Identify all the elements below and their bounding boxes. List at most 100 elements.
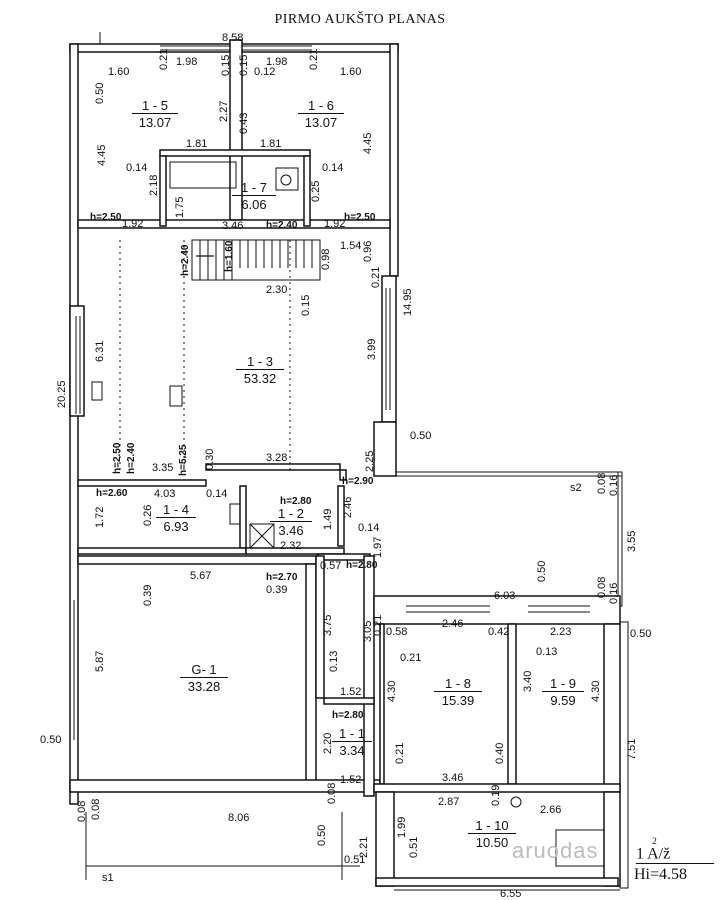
dim-label: 0.08 xyxy=(596,576,608,598)
dim-label: 2.21 xyxy=(358,836,370,858)
dim-label: 0.13 xyxy=(536,646,558,658)
dim-label: 0.50 xyxy=(40,734,62,746)
dim-label: 2.27 xyxy=(218,100,230,122)
dim-label: 1.81 xyxy=(260,138,282,150)
section-marker-s1: s1 xyxy=(102,872,114,884)
dim-label: 0.21 xyxy=(394,742,406,764)
dim-label: 0.21 xyxy=(372,614,384,636)
dim-label: 0.51 xyxy=(344,854,366,866)
room-area: 53.32 xyxy=(236,369,284,386)
room-area: 9.59 xyxy=(542,691,584,708)
room-area: 13.07 xyxy=(132,113,178,130)
dim-label: 2.46 xyxy=(342,496,354,518)
room-name: 1 - 2 xyxy=(277,506,304,521)
room-area: 3.46 xyxy=(270,521,312,538)
room-area: 13.07 xyxy=(298,113,344,130)
height-label: h=2.70 xyxy=(266,572,298,583)
room-1-10: 1 - 10 10.50 xyxy=(468,818,516,850)
dim-label: 0.50 xyxy=(316,824,328,846)
height-label: h=1.60 xyxy=(224,240,235,272)
dim-label: 2.20 xyxy=(322,732,334,754)
dim-label: 3.75 xyxy=(322,614,334,636)
dim-label: 3.99 xyxy=(366,338,378,360)
height-label: h=2.40 xyxy=(126,442,137,474)
plan-title: PIRMO AUKŠTO PLANAS xyxy=(274,12,446,27)
dim-label: 0.42 xyxy=(488,626,510,638)
room-name: 1 - 5 xyxy=(141,98,168,113)
room-1-8: 1 - 8 15.39 xyxy=(434,676,482,708)
stamp-height: Hi=4.58 xyxy=(634,866,688,883)
dim-label: 3.46 xyxy=(442,772,464,784)
dim-label: 20.25 xyxy=(56,380,68,408)
dim-label: 4.30 xyxy=(386,680,398,702)
dim-label: 4.30 xyxy=(590,680,602,702)
dim-label: 0.57 xyxy=(320,560,342,572)
room-name: 1 - 3 xyxy=(246,354,273,369)
dim-label: 4.45 xyxy=(362,132,374,154)
dim-label: 0.21 xyxy=(370,266,382,288)
height-label: h=2.50 xyxy=(112,442,123,474)
height-label: h=2.80 xyxy=(346,560,378,571)
dim-label: 6.31 xyxy=(94,340,106,362)
height-label: h=2.50 xyxy=(90,212,122,223)
room-1-6: 1 - 6 13.07 xyxy=(298,98,344,130)
dim-label: 0.39 xyxy=(266,584,288,596)
dim-label: 0.51 xyxy=(408,836,420,858)
room-1-2: 1 - 2 3.46 xyxy=(270,506,312,538)
dim-label: 1.97 xyxy=(372,536,384,558)
dim-label: 0.08 xyxy=(76,800,88,822)
dim-label: 0.16 xyxy=(608,474,620,496)
height-label: h=2.40 xyxy=(266,220,298,231)
height-label: h=2.50 xyxy=(344,212,376,223)
dim-label: 3.35 xyxy=(152,462,174,474)
dim-label: 1.92 xyxy=(122,218,144,230)
dim-label: 2.32 xyxy=(280,540,302,552)
height-label: h=2.90 xyxy=(342,476,374,487)
dim-label: 0.40 xyxy=(494,742,506,764)
dim-label: 2.23 xyxy=(550,626,572,638)
dim-label: 1.81 xyxy=(186,138,208,150)
dim-label: 7.51 xyxy=(626,738,638,760)
dim-label: 0.14 xyxy=(126,162,148,174)
room-name: 1 - 10 xyxy=(475,818,509,833)
dim-label: 0.15 xyxy=(220,54,232,76)
dim-label: 3.55 xyxy=(626,530,638,552)
dim-label: 0.50 xyxy=(94,82,106,104)
dim-label: 0.58 xyxy=(386,626,408,638)
dim-label: 3.28 xyxy=(266,452,288,464)
watermark-logo: aruodas xyxy=(512,838,599,863)
room-name: 1 - 1 xyxy=(338,726,365,741)
dim-label: 0.13 xyxy=(328,650,340,672)
dim-label: 0.08 xyxy=(596,472,608,494)
dim-label: 6.55 xyxy=(500,888,522,900)
dim-label: 0.39 xyxy=(142,584,154,606)
dim-label: 1.72 xyxy=(94,506,106,528)
dim-label: 1.60 xyxy=(340,66,362,78)
dim-label: 5.87 xyxy=(94,650,106,672)
dim-label: 0.43 xyxy=(238,112,250,134)
dim-label: 0.16 xyxy=(608,582,620,604)
room-1-4: 1 - 4 6.93 xyxy=(156,502,196,534)
dim-label: 5.67 xyxy=(190,570,212,582)
dim-label: 6.03 xyxy=(494,590,516,602)
dim-label: 0.26 xyxy=(142,504,154,526)
room-area: 3.34 xyxy=(332,741,372,758)
dim-label: 2.66 xyxy=(540,804,562,816)
dim-label: 3.46 xyxy=(222,220,244,232)
dim-label: 2.87 xyxy=(438,796,460,808)
height-label: h=2.80 xyxy=(280,496,312,507)
unit-stamp: 1 A/ž2 Hi=4.58 xyxy=(632,836,718,886)
dim-label: 4.03 xyxy=(154,488,176,500)
dim-label: 0.25 xyxy=(310,180,322,202)
stamp-superscript: 2 xyxy=(652,836,657,846)
dim-label: 1.92 xyxy=(324,218,346,230)
dim-label: 14.95 xyxy=(402,288,414,316)
dim-label: 0.21 xyxy=(158,48,170,70)
dim-label: 0.50 xyxy=(630,628,652,640)
dim-label: 1.75 xyxy=(174,196,186,218)
dim-label: 2.46 xyxy=(442,618,464,630)
dim-label: 0.14 xyxy=(358,522,380,534)
stamp-unit: 1 A/ž xyxy=(636,845,671,863)
